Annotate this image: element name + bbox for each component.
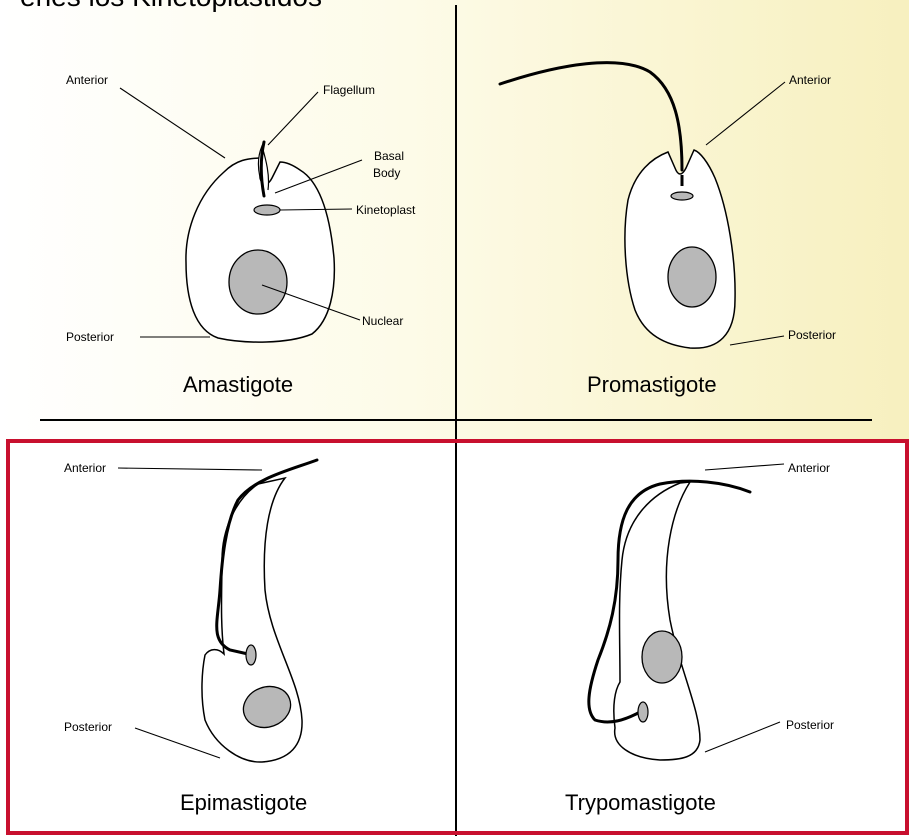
amastigote-title: Amastigote: [183, 372, 293, 397]
amastigote-kinetoplast-label: Kinetoplast: [356, 203, 416, 217]
amastigote-flagellum-line: [268, 92, 318, 145]
epimastigote-title: Epimastigote: [180, 790, 307, 815]
trypomastigote-posterior-label: Posterior: [786, 718, 834, 732]
promastigote-kinetoplast: [671, 192, 693, 200]
promastigote-anterior-line: [706, 82, 785, 145]
amastigote-anterior-label: Anterior: [66, 73, 108, 87]
amastigote-anterior-line: [120, 88, 225, 158]
amastigote-flagellum-label: Flagellum: [323, 83, 375, 97]
promastigote-posterior-line: [730, 336, 784, 345]
trypomastigote-nucleus: [642, 631, 682, 683]
trypomastigote-panel: Anterior Posterior Trypomastigote: [565, 461, 834, 815]
promastigote-title: Promastigote: [587, 372, 717, 397]
trypomastigote-kinetoplast: [638, 702, 648, 722]
trypomastigote-title: Trypomastigote: [565, 790, 716, 815]
amastigote-basal-label-2: Body: [373, 166, 400, 180]
epimastigote-posterior-label: Posterior: [64, 720, 112, 734]
red-frame: [8, 441, 907, 833]
trypomastigote-anterior-label: Anterior: [788, 461, 830, 475]
epimastigote-anterior-label: Anterior: [64, 461, 106, 475]
promastigote-anterior-label: Anterior: [789, 73, 831, 87]
amastigote-posterior-label: Posterior: [66, 330, 114, 344]
epimastigote-kinetoplast: [246, 645, 256, 665]
promastigote-panel: Anterior Posterior Promastigote: [500, 63, 836, 397]
amastigote-nuclear-label: Nuclear: [362, 314, 403, 328]
amastigote-basal-label-1: Basal: [374, 149, 404, 163]
amastigote-kinetoplast: [254, 205, 280, 215]
amastigote-nucleus: [229, 250, 287, 314]
trypomastigote-posterior-line: [705, 722, 780, 752]
promastigote-posterior-label: Posterior: [788, 328, 836, 342]
amastigote-panel: Anterior Flagellum Basal Body Kinetoplas…: [66, 73, 416, 397]
promastigote-cell-body: [625, 150, 735, 348]
epimastigote-anterior-line: [118, 468, 262, 470]
epimastigote-posterior-line: [135, 728, 220, 758]
promastigote-nucleus: [668, 247, 716, 307]
trypomastigote-anterior-line: [705, 464, 784, 470]
epimastigote-panel: Anterior Posterior Epimastigote: [64, 460, 317, 815]
promastigote-flagellum: [500, 63, 682, 170]
